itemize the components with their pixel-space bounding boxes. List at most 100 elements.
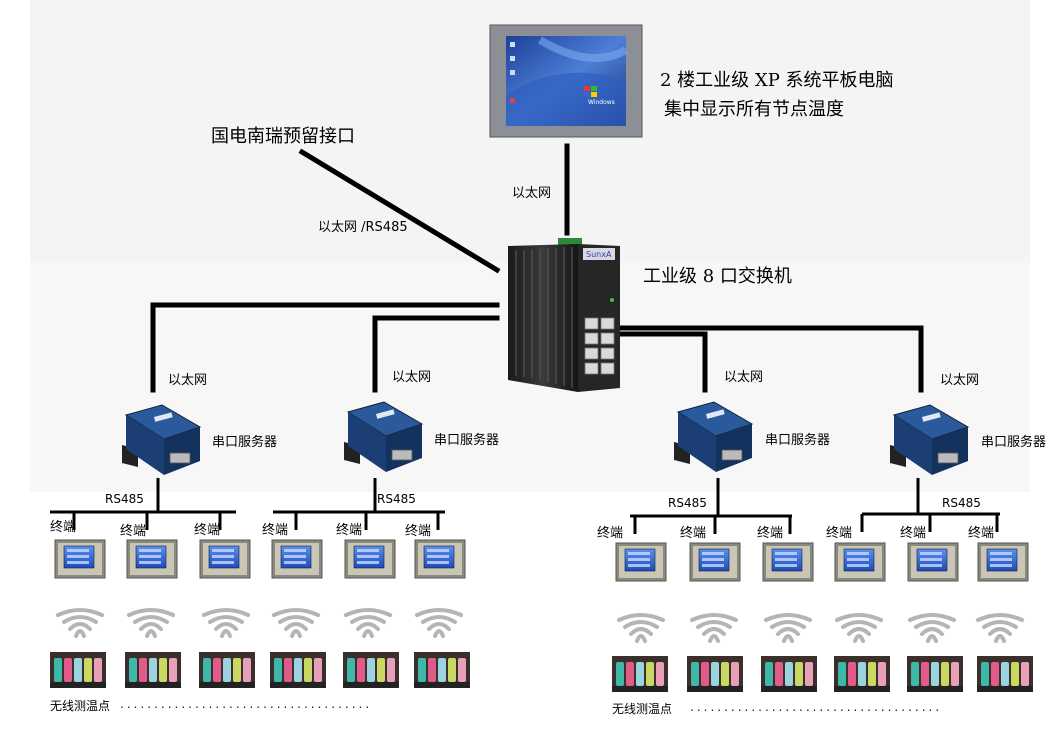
terminal-label: 终端 [968,526,995,541]
switch-fins [515,247,573,388]
wireless-signal-icon [202,608,250,638]
wireless-signal-icon [272,608,320,638]
switch-top-connector [558,238,582,245]
sensor-clip [314,658,322,682]
windows-logo-icon [584,86,597,97]
terminal-label: 终端 [405,524,432,539]
tablet-screen-brand: Windows [588,99,615,106]
server-side [348,412,386,472]
sensor-clip [347,658,355,682]
sensor-clip [294,658,302,682]
switch-port [584,347,599,360]
terminal-label: 终端 [336,523,363,538]
serial-server-1 [122,404,202,475]
sensor-clip [656,662,664,686]
sensor-clip [775,662,783,686]
wireless-signal-icon [835,613,883,643]
terminal-meter [615,542,667,582]
wireless-signal-icon [908,613,956,643]
link-ethernet-rs485-label: 以太网 /RS485 [318,220,408,235]
sensor-clip [805,662,813,686]
reserved-interface-label: 国电南瑞预留接口 [211,126,355,147]
sensor-clip [868,662,876,686]
wire-reserved-switch [298,148,501,274]
wireless-sensor-photo [343,652,399,688]
server-logo-plate [153,412,173,422]
wireless-sensor-photo [414,652,470,688]
wireless-sensor-photo [761,656,817,692]
terminal-label: 终端 [120,524,147,539]
sensor-clip [438,658,446,682]
sensor-clip [94,658,102,682]
sensor-clip [1021,662,1029,686]
switch-port [600,317,615,330]
server-side [894,415,932,475]
sensor-clip [203,658,211,682]
server-side [678,412,716,472]
sensor-clip [233,658,241,682]
server-1-ethernet-label: 以太网 [168,373,208,388]
terminal-meter [689,542,741,582]
server-3-ethernet-label: 以太网 [724,370,764,385]
terminal-meter [344,539,396,579]
server-3-label: 串口服务器 [765,433,831,448]
sensor-clip [159,658,167,682]
switch-port [584,317,599,330]
terminal-label: 终端 [262,523,289,538]
terminal-meter [271,539,323,579]
sensor-clip [1011,662,1019,686]
sensor-clip [848,662,856,686]
sensor-group-right-label: 无线测温点 [612,702,673,716]
terminal-meter [54,539,106,579]
wireless-sensor-photo [977,656,1033,692]
sensor-clip [911,662,919,686]
sensor-clip [213,658,221,682]
link-ethernet-top-label: 以太网 [512,186,552,201]
sensor-clip [64,658,72,682]
terminal-meter [977,542,1029,582]
wireless-signal-icon [344,608,392,638]
wireless-sensor-photo [199,652,255,688]
tablet-panel: Windows [489,24,643,138]
wireless-signal-icon [976,613,1024,643]
sensor-group-right-dots: ..................................... [690,700,943,714]
sensor-clip [129,658,137,682]
wireless-sensor-photo [907,656,963,692]
terminal-label: 终端 [757,526,784,541]
sensor-clip [448,658,456,682]
sensor-clip [84,658,92,682]
switch-led [610,298,614,302]
server-4-ethernet-label: 以太网 [940,373,980,388]
sensor-clip [616,662,624,686]
sensor-clip [765,662,773,686]
sensor-clip [721,662,729,686]
switch-brand: SunxA [586,250,612,259]
sensor-clip [858,662,866,686]
wireless-sensor-photo [270,652,326,688]
sensor-clip [691,662,699,686]
terminal-meter [126,539,178,579]
wire-switch-server-1 [150,302,500,393]
sensor-clip [428,658,436,682]
switch-device: SunxA [508,238,620,392]
sensor-clip [367,658,375,682]
server-logo-plate [376,409,395,419]
sensor-clip [418,658,426,682]
sensor-clip [243,658,251,682]
server-4-bus-label: RS485 [942,496,981,510]
db9-connector [391,449,413,461]
sensor-clip [149,658,157,682]
serial-server-2 [344,401,424,472]
sensor-group-left-dots: ..................................... [120,697,373,711]
wireless-waves [56,608,1024,643]
sensor-clip [941,662,949,686]
sensor-clip [139,658,147,682]
switch-body-side [508,244,578,392]
server-1-label: 串口服务器 [212,435,278,450]
sensor-clip [731,662,739,686]
sensor-clip [991,662,999,686]
wire-switch-server-4 [619,325,924,393]
sensor-clip [921,662,929,686]
terminal-label: 终端 [194,523,221,538]
